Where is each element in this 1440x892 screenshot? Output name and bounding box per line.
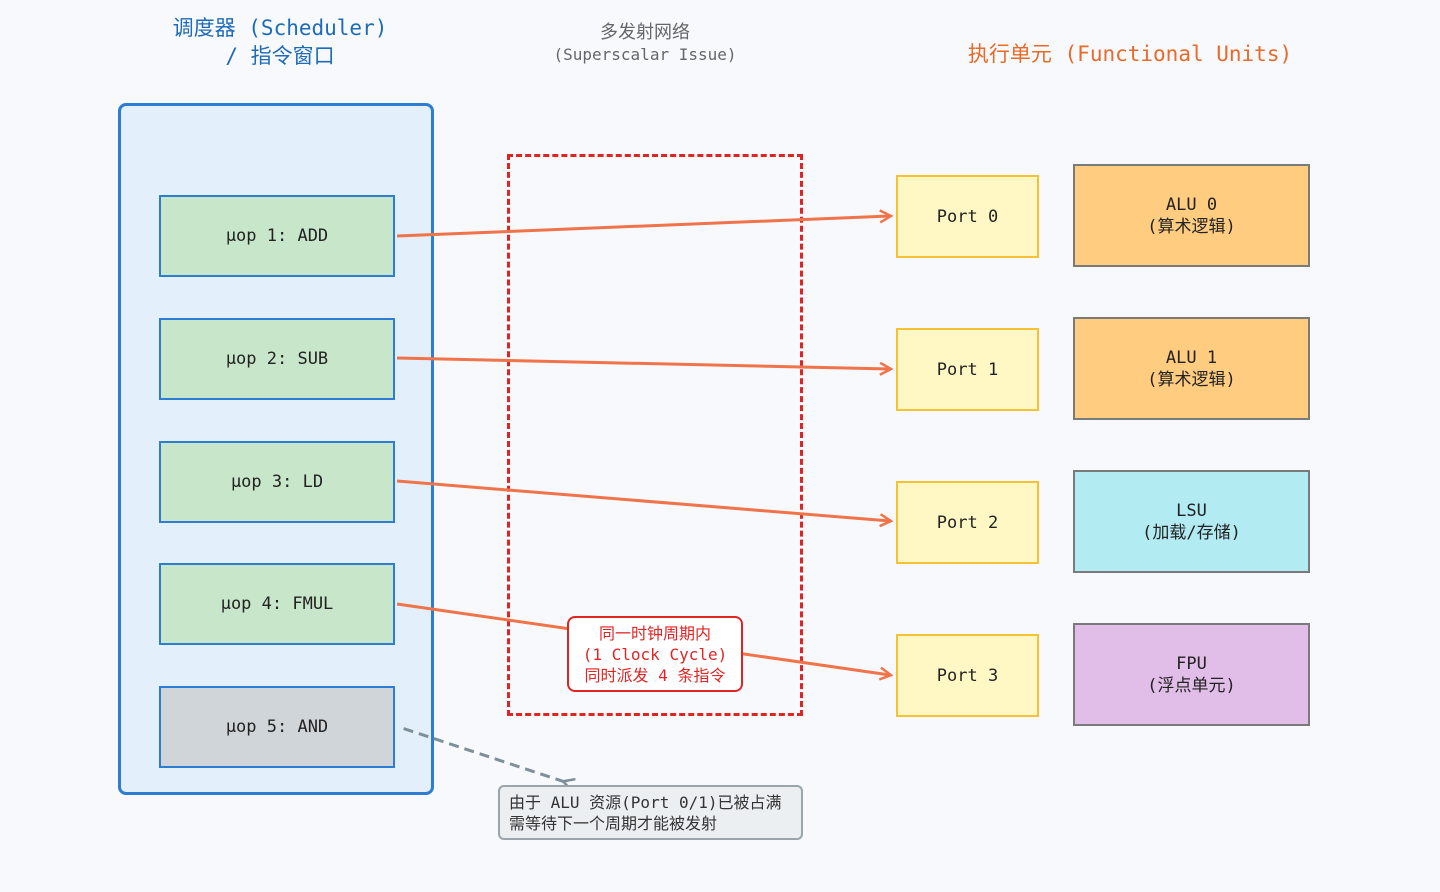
unit-alu-0-desc: (算术逻辑) (1147, 216, 1236, 237)
arrow-stall-uop5 (401, 726, 565, 782)
arrow-uop2-port1 (396, 356, 890, 369)
issue-title-line1: 多发射网络 (600, 22, 690, 43)
issue-title-line2: (Superscalar Issue) (553, 45, 737, 64)
uop-1-label: μop 1: ADD (225, 226, 329, 246)
unit-lsu: LSU (加载/存储) (1073, 470, 1310, 573)
stall-note-line1: 由于 ALU 资源(Port 0/1)已被占满 (509, 793, 782, 812)
port-2-label: Port 2 (936, 512, 999, 533)
unit-lsu-name: LSU (1176, 500, 1207, 521)
unit-lsu-desc: (加载/存储) (1142, 522, 1241, 543)
unit-alu-0-name: ALU 0 (1165, 194, 1218, 215)
unit-alu-0: ALU 0 (算术逻辑) (1073, 164, 1310, 267)
port-3-label: Port 3 (936, 665, 999, 686)
unit-alu-1: ALU 1 (算术逻辑) (1073, 317, 1310, 420)
arrow-uop3-port2 (396, 479, 890, 521)
uop-5-label: μop 5: AND (225, 717, 329, 737)
uop-3: μop 3: LD (159, 441, 395, 523)
port-0: Port 0 (896, 175, 1039, 258)
arrow-uop1-port0 (396, 216, 890, 238)
port-3: Port 3 (896, 634, 1039, 717)
uop-3-label: μop 3: LD (230, 472, 324, 492)
issue-network-box (507, 154, 803, 716)
uop-1: μop 1: ADD (159, 195, 395, 277)
uop-4-label: μop 4: FMUL (220, 594, 334, 614)
unit-alu-1-name: ALU 1 (1165, 347, 1218, 368)
units-title: 执行单元 (Functional Units) (967, 42, 1293, 66)
uop-2-label: μop 2: SUB (225, 349, 329, 369)
port-0-label: Port 0 (936, 206, 999, 227)
scheduler-title-line2: / 指令窗口 (225, 44, 335, 68)
unit-fpu-name: FPU (1176, 653, 1207, 674)
issue-note: 同一时钟周期内 (1 Clock Cycle) 同时派发 4 条指令 (567, 616, 743, 692)
issue-note-line3: 同时派发 4 条指令 (584, 665, 726, 685)
uop-4: μop 4: FMUL (159, 563, 395, 645)
issue-title: 多发射网络 (Superscalar Issue) (495, 22, 795, 66)
port-1: Port 1 (896, 328, 1039, 411)
unit-fpu: FPU (浮点单元) (1073, 623, 1310, 726)
uop-5: μop 5: AND (159, 686, 395, 768)
uop-2: μop 2: SUB (159, 318, 395, 400)
stall-note: 由于 ALU 资源(Port 0/1)已被占满 需等待下一个周期才能被发射 (498, 785, 803, 840)
scheduler-title-line1: 调度器 (Scheduler) (172, 16, 388, 40)
unit-alu-1-desc: (算术逻辑) (1147, 369, 1236, 390)
issue-note-line1: 同一时钟周期内 (598, 623, 711, 643)
scheduler-title: 调度器 (Scheduler) / 指令窗口 (120, 14, 440, 70)
unit-fpu-desc: (浮点单元) (1147, 675, 1236, 696)
port-1-label: Port 1 (936, 359, 999, 380)
port-2: Port 2 (896, 481, 1039, 564)
stall-note-line2: 需等待下一个周期才能被发射 (509, 814, 718, 833)
issue-note-line2: (1 Clock Cycle) (582, 644, 728, 664)
